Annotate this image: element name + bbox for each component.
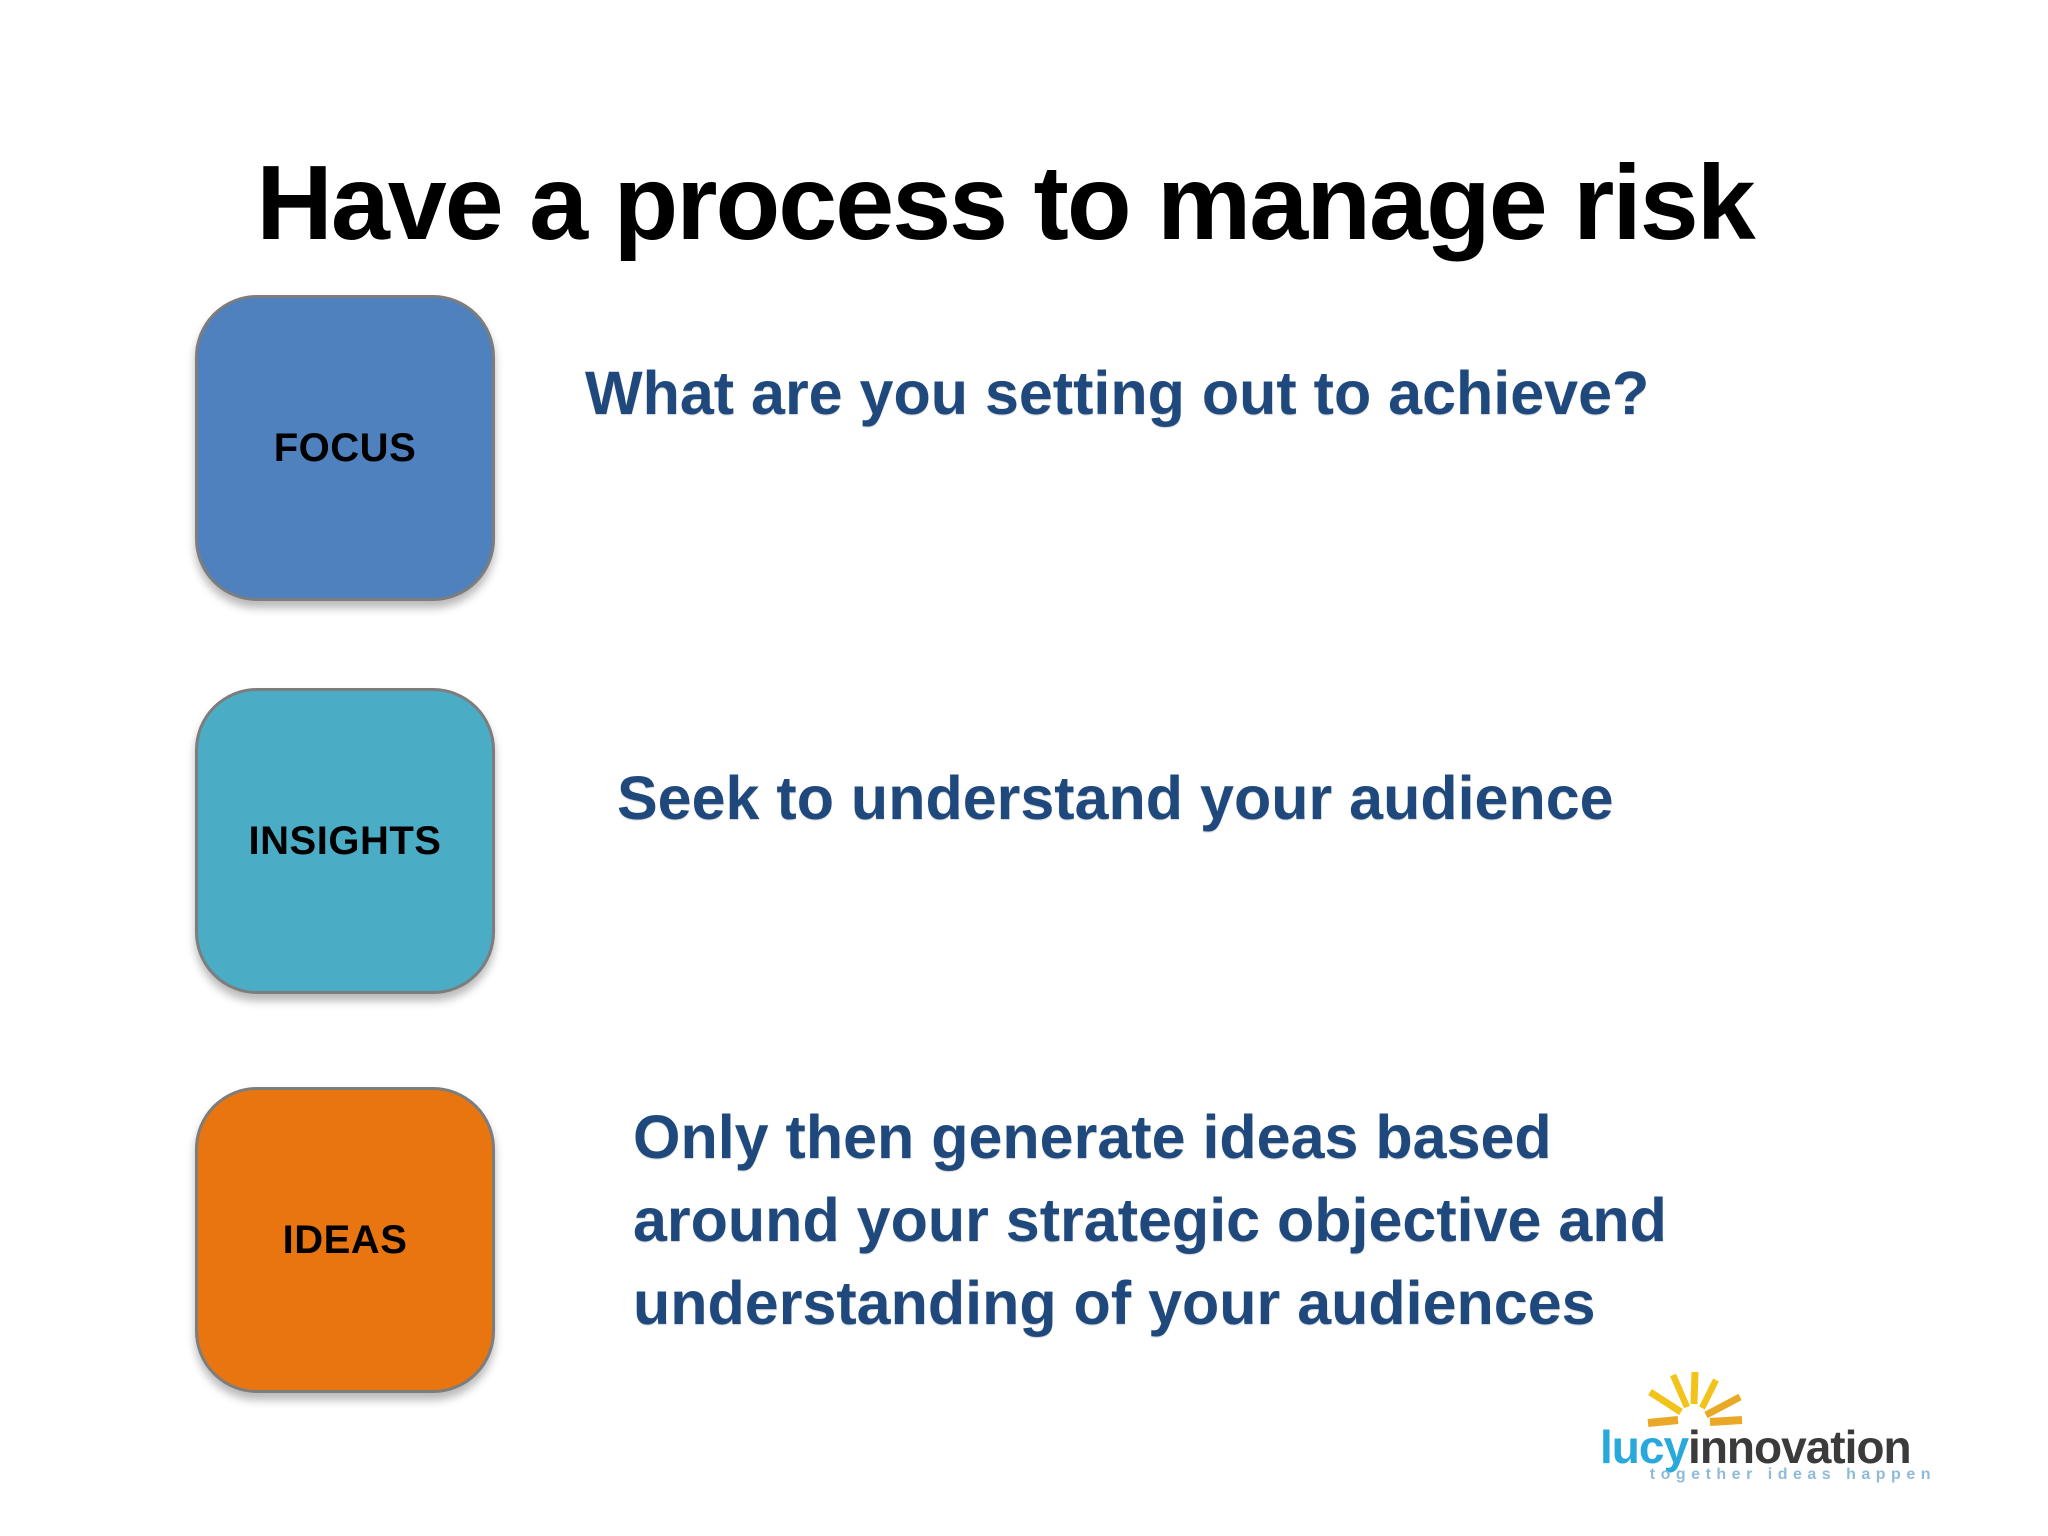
- ideas-box-label: IDEAS: [282, 1217, 408, 1262]
- slide-title: Have a process to manage risk: [256, 144, 1755, 263]
- insights-description: Seek to understand your audience: [617, 757, 1917, 840]
- ideas-box: IDEAS: [195, 1087, 495, 1393]
- insights-box: INSIGHTS: [195, 688, 495, 994]
- logo-tagline: together ideas happen: [1649, 1466, 1936, 1483]
- ideas-description-line-3: understanding of your audiences: [633, 1269, 1596, 1337]
- ideas-description-line-2: around your strategic objective and: [633, 1186, 1667, 1254]
- focus-box: FOCUS: [195, 295, 495, 601]
- insights-box-label: INSIGHTS: [248, 818, 442, 863]
- logo-brand: lucyinnovation: [1600, 1420, 1912, 1474]
- focus-description-line: What are you setting out to achieve?: [585, 359, 1650, 427]
- logo-brand-innovation: innovation: [1688, 1421, 1912, 1473]
- ideas-description: Only then generate ideas based around yo…: [633, 1096, 1933, 1345]
- logo-brand-lucy: lucy: [1600, 1421, 1689, 1473]
- focus-description: What are you setting out to achieve?: [585, 352, 1885, 435]
- ideas-description-line-1: Only then generate ideas based: [633, 1103, 1552, 1171]
- insights-description-line: Seek to understand your audience: [617, 764, 1614, 832]
- starburst-icon: [1647, 1371, 1743, 1427]
- focus-box-label: FOCUS: [273, 425, 417, 470]
